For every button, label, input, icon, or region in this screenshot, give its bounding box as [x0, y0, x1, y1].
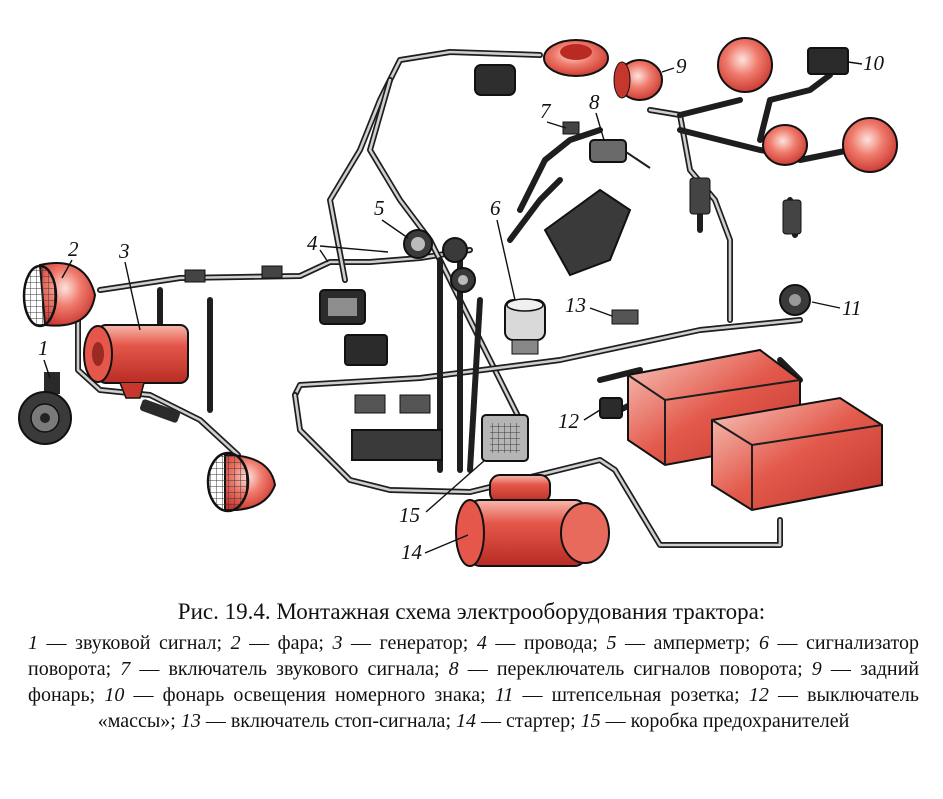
legend-number: 3 — [332, 632, 343, 654]
legend-item: 5 — амперметр — [607, 632, 745, 654]
label-8: 8 — [589, 90, 600, 114]
horn — [18, 372, 72, 445]
legend-item: 6 — сигнализатор поворота — [28, 632, 919, 680]
fuse-box — [481, 414, 529, 462]
ammeter — [403, 229, 476, 293]
label-11: 11 — [842, 296, 861, 320]
label-14: 14 — [401, 540, 423, 564]
rear-lamp — [613, 37, 898, 173]
legend-item: 15 — коробка предохранителей — [581, 710, 850, 732]
label-9: 9 — [676, 54, 687, 78]
legend-text: — включатель звукового сигнала — [130, 658, 434, 680]
legend-number: 15 — [580, 710, 601, 732]
figure-caption: Рис. 19.4. Монтажная схема электрооборуд… — [0, 598, 943, 734]
legend-text: — амперметр — [616, 632, 745, 654]
legend-number: 13 — [180, 710, 201, 732]
rear-connectors — [689, 177, 802, 235]
power-socket — [779, 284, 811, 316]
label-12: 12 — [558, 409, 580, 433]
legend-number: 2 — [230, 632, 241, 654]
legend-number: 9 — [811, 658, 822, 680]
label-2: 2 — [68, 237, 79, 261]
legend-item: 8 — переключатель сигналов поворота — [449, 658, 797, 680]
license-plate-lamp — [807, 47, 849, 75]
legend-number: 7 — [120, 658, 131, 680]
label-13: 13 — [565, 293, 586, 317]
legend-item: 9 — задний фонарь — [28, 658, 919, 706]
legend-item: 3 — генератор — [332, 632, 462, 654]
horn-button — [562, 121, 580, 135]
label-15: 15 — [399, 503, 420, 527]
legend-number: 4 — [476, 632, 487, 654]
starter — [455, 474, 610, 567]
brake-light-switch — [611, 309, 639, 325]
turn-signal-switch — [589, 139, 651, 169]
legend-number: 8 — [448, 658, 459, 680]
legend-number: 1 — [28, 632, 38, 654]
legend-text: — штепсельная розетка — [513, 684, 735, 706]
legend-text: — выключатель «массы» — [97, 684, 919, 732]
legend-text: — сигнализатор поворота — [28, 632, 920, 680]
legend-text: — задний фонарь — [28, 658, 920, 706]
headlight — [22, 262, 97, 328]
label-6: 6 — [490, 196, 501, 220]
legend-item: 11 — штепсельная розетка — [495, 684, 734, 706]
callout-labels: 1 2 3 4 5 6 7 8 9 10 11 12 13 14 15 — [38, 51, 885, 564]
legend-text: — провода — [486, 632, 593, 654]
legend-item: 2 — фара — [231, 632, 319, 654]
dash-bracket — [543, 188, 632, 277]
legend-number: 14 — [456, 710, 476, 732]
legend-item: 4 — провода — [477, 632, 593, 654]
ground-switch — [599, 397, 623, 419]
legend-text: — включатель стоп-сигнала — [200, 710, 446, 732]
legend-item: 14 — стартер — [456, 710, 570, 732]
turn-signal-indicator — [504, 298, 546, 355]
legend-text: — звуковой сигнал — [38, 632, 217, 654]
caption-title: Рис. 19.4. Монтажная схема электрооборуд… — [177, 599, 766, 624]
legend-number: 12 — [748, 684, 769, 706]
legend-number: 5 — [606, 632, 617, 654]
generator — [83, 324, 189, 423]
legend-number: 6 — [758, 632, 769, 654]
label-10: 10 — [863, 51, 885, 75]
harness-connectors — [184, 265, 283, 283]
headlight-lower — [206, 451, 277, 513]
mounting-brackets — [351, 394, 443, 461]
label-5: 5 — [374, 196, 385, 220]
legend-number: 10 — [104, 684, 125, 706]
legend-item: 13 — включатель стоп-сигнала — [181, 710, 446, 732]
legend-item: 10 — фонарь освещения номерного знака — [104, 684, 480, 706]
legend-item: 12 — выключатель «массы» — [98, 684, 919, 732]
label-4: 4 — [307, 231, 318, 255]
battery-2 — [711, 396, 883, 512]
legend-text: — фара — [240, 632, 319, 654]
legend-text: — фонарь освещения номерного знака — [124, 684, 481, 706]
label-1: 1 — [38, 336, 49, 360]
relay-regulator — [319, 289, 388, 366]
top-switch — [474, 39, 609, 96]
label-7: 7 — [540, 99, 552, 123]
legend-item: 7 — включатель звукового сигнала — [120, 658, 434, 680]
legend-text: — переключатель сигналов поворота — [458, 658, 798, 680]
legend-text: — генератор — [342, 632, 463, 654]
caption-legend: 1 — звуковой сигнал; 2 — фара; 3 — генер… — [28, 632, 920, 732]
wiring-diagram: 1 2 3 4 5 6 7 8 9 10 11 12 13 14 15 — [18, 37, 898, 567]
legend-text: — коробка предохранителей — [600, 710, 850, 732]
legend-number: 11 — [494, 684, 514, 706]
label-3: 3 — [118, 239, 130, 263]
legend-text: — стартер — [476, 710, 571, 732]
legend-item: 1 — звуковой сигнал — [28, 632, 216, 654]
